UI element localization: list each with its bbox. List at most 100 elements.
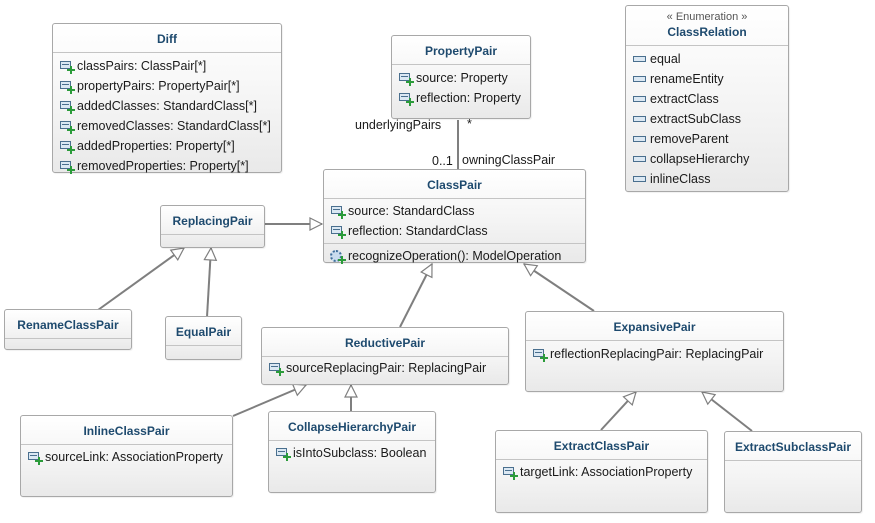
literal-row[interactable]: collapseHierarchy	[626, 149, 788, 169]
generalization-expansive-to-classpair	[524, 263, 595, 312]
add-icon	[338, 211, 346, 219]
attribute-icon	[399, 73, 410, 81]
class-name: ClassRelation	[667, 25, 747, 39]
attribute-compartment	[725, 460, 861, 511]
literal-row[interactable]: equal	[626, 49, 788, 69]
enum-literal-icon	[633, 136, 646, 142]
association-multiplicity-optional: 0..1	[432, 154, 453, 168]
attribute-icon	[28, 452, 39, 460]
generalization-inline-to-reductive	[232, 385, 306, 417]
class-class-pair[interactable]: ClassPair source: StandardClass reflecti…	[323, 169, 586, 264]
class-extract-class-pair[interactable]: ExtractClassPair targetLink: Association…	[495, 430, 708, 513]
attribute-row[interactable]: addedProperties: Property[*]	[53, 136, 281, 156]
attribute-row[interactable]: targetLink: AssociationProperty	[496, 462, 707, 482]
add-icon	[35, 457, 43, 465]
attribute-row[interactable]: isIntoSubclass: Boolean	[269, 443, 435, 463]
attribute-row[interactable]: removedProperties: Property[*]	[53, 156, 281, 176]
attribute-icon	[331, 226, 342, 234]
literal-row[interactable]: removeParent	[626, 129, 788, 149]
attribute-row[interactable]: propertyPairs: PropertyPair[*]	[53, 76, 281, 96]
add-icon	[67, 146, 75, 154]
attribute-icon	[269, 363, 280, 371]
class-diff[interactable]: Diff classPairs: ClassPair[*] propertyPa…	[52, 23, 282, 176]
stereotype-label: « Enumeration »	[666, 11, 748, 23]
operation-compartment: recognizeOperation(): ModelOperation	[324, 243, 585, 268]
attribute-icon	[60, 81, 71, 89]
generalization-extractclass-to-expansive	[600, 392, 636, 431]
class-replacing-pair[interactable]: ReplacingPair	[160, 205, 265, 248]
attribute-compartment	[161, 234, 264, 249]
enumeration-class-relation[interactable]: « Enumeration » ClassRelation equal rena…	[625, 5, 789, 192]
attribute-compartment: source: Property reflection: Property	[392, 64, 530, 111]
literal-row[interactable]: inlineClass	[626, 169, 788, 189]
class-inline-class-pair[interactable]: InlineClassPair sourceLink: AssociationP…	[20, 415, 233, 497]
literal-row[interactable]: extractClass	[626, 89, 788, 109]
attribute-row[interactable]: reflectionReplacingPair: ReplacingPair	[526, 344, 783, 364]
class-name: ExtractSubclassPair	[734, 440, 852, 454]
attribute-icon	[60, 121, 71, 129]
class-reductive-pair[interactable]: ReductivePair sourceReplacingPair: Repla…	[261, 327, 509, 385]
association-multiplicity-many: *	[467, 117, 472, 131]
class-name: PropertyPair	[424, 44, 498, 58]
add-icon	[338, 231, 346, 239]
attribute-icon	[60, 61, 71, 69]
class-collapse-hierarchy-pair[interactable]: CollapseHierarchyPair isIntoSubclass: Bo…	[268, 411, 436, 493]
class-expansive-pair[interactable]: ExpansivePair reflectionReplacingPair: R…	[525, 311, 784, 392]
enum-literal-icon	[633, 96, 646, 102]
association-role-owning-class-pair: owningClassPair	[462, 153, 556, 167]
attribute-compartment: sourceReplacingPair: ReplacingPair	[262, 356, 508, 379]
add-icon	[406, 98, 414, 106]
attribute-compartment	[166, 345, 241, 360]
attribute-compartment: source: StandardClass reflection: Standa…	[324, 198, 585, 243]
class-property-pair[interactable]: PropertyPair source: Property reflection…	[391, 35, 531, 119]
class-name: InlineClassPair	[83, 424, 170, 438]
class-name: CollapseHierarchyPair	[287, 420, 417, 434]
attribute-icon	[60, 141, 71, 149]
generalization-reductive-to-classpair	[399, 264, 433, 328]
class-name: ExtractClassPair	[553, 439, 650, 453]
attribute-compartment: isIntoSubclass: Boolean	[269, 440, 435, 465]
attribute-row[interactable]: reflection: StandardClass	[324, 221, 585, 241]
attribute-icon	[503, 467, 514, 475]
literal-row[interactable]: renameEntity	[626, 69, 788, 89]
literal-row[interactable]: extractSubClass	[626, 109, 788, 129]
class-name: ClassPair	[427, 178, 482, 192]
attribute-icon	[276, 448, 287, 456]
attribute-row[interactable]: source: Property	[392, 68, 530, 88]
attribute-row[interactable]: addedClasses: StandardClass[*]	[53, 96, 281, 116]
add-icon	[67, 166, 75, 174]
enum-literal-icon	[633, 156, 646, 162]
enum-literal-icon	[633, 176, 646, 182]
operation-row[interactable]: recognizeOperation(): ModelOperation	[324, 246, 585, 266]
attribute-row[interactable]: classPairs: ClassPair[*]	[53, 56, 281, 76]
add-icon	[67, 86, 75, 94]
attribute-icon	[533, 349, 544, 357]
enum-literal-icon	[633, 76, 646, 82]
attribute-row[interactable]: source: StandardClass	[324, 201, 585, 221]
class-name: ReplacingPair	[172, 214, 253, 228]
generalization-extractsubclass-to-expansive	[702, 392, 753, 432]
attribute-row[interactable]: removedClasses: StandardClass[*]	[53, 116, 281, 136]
add-icon	[67, 126, 75, 134]
class-rename-class-pair[interactable]: RenameClassPair	[4, 309, 132, 350]
attribute-row[interactable]: reflection: Property	[392, 88, 530, 108]
attribute-icon	[331, 206, 342, 214]
attribute-icon	[399, 93, 410, 101]
attribute-compartment: reflectionReplacingPair: ReplacingPair	[526, 340, 783, 367]
attribute-row[interactable]: sourceReplacingPair: ReplacingPair	[262, 358, 508, 378]
class-name: Diff	[157, 32, 177, 46]
class-name: ExpansivePair	[613, 320, 696, 334]
class-name: RenameClassPair	[17, 318, 119, 332]
attribute-icon	[60, 101, 71, 109]
class-equal-pair[interactable]: EqualPair	[165, 316, 242, 360]
add-icon	[540, 354, 548, 362]
enum-literal-icon	[633, 116, 646, 122]
generalization-equal-to-replacing	[207, 248, 211, 318]
attribute-row[interactable]: sourceLink: AssociationProperty	[21, 447, 232, 467]
attribute-icon	[60, 161, 71, 169]
enum-literal-icon	[633, 56, 646, 62]
add-icon	[338, 256, 346, 264]
class-extract-subclass-pair[interactable]: ExtractSubclassPair	[724, 431, 862, 513]
add-icon	[406, 78, 414, 86]
